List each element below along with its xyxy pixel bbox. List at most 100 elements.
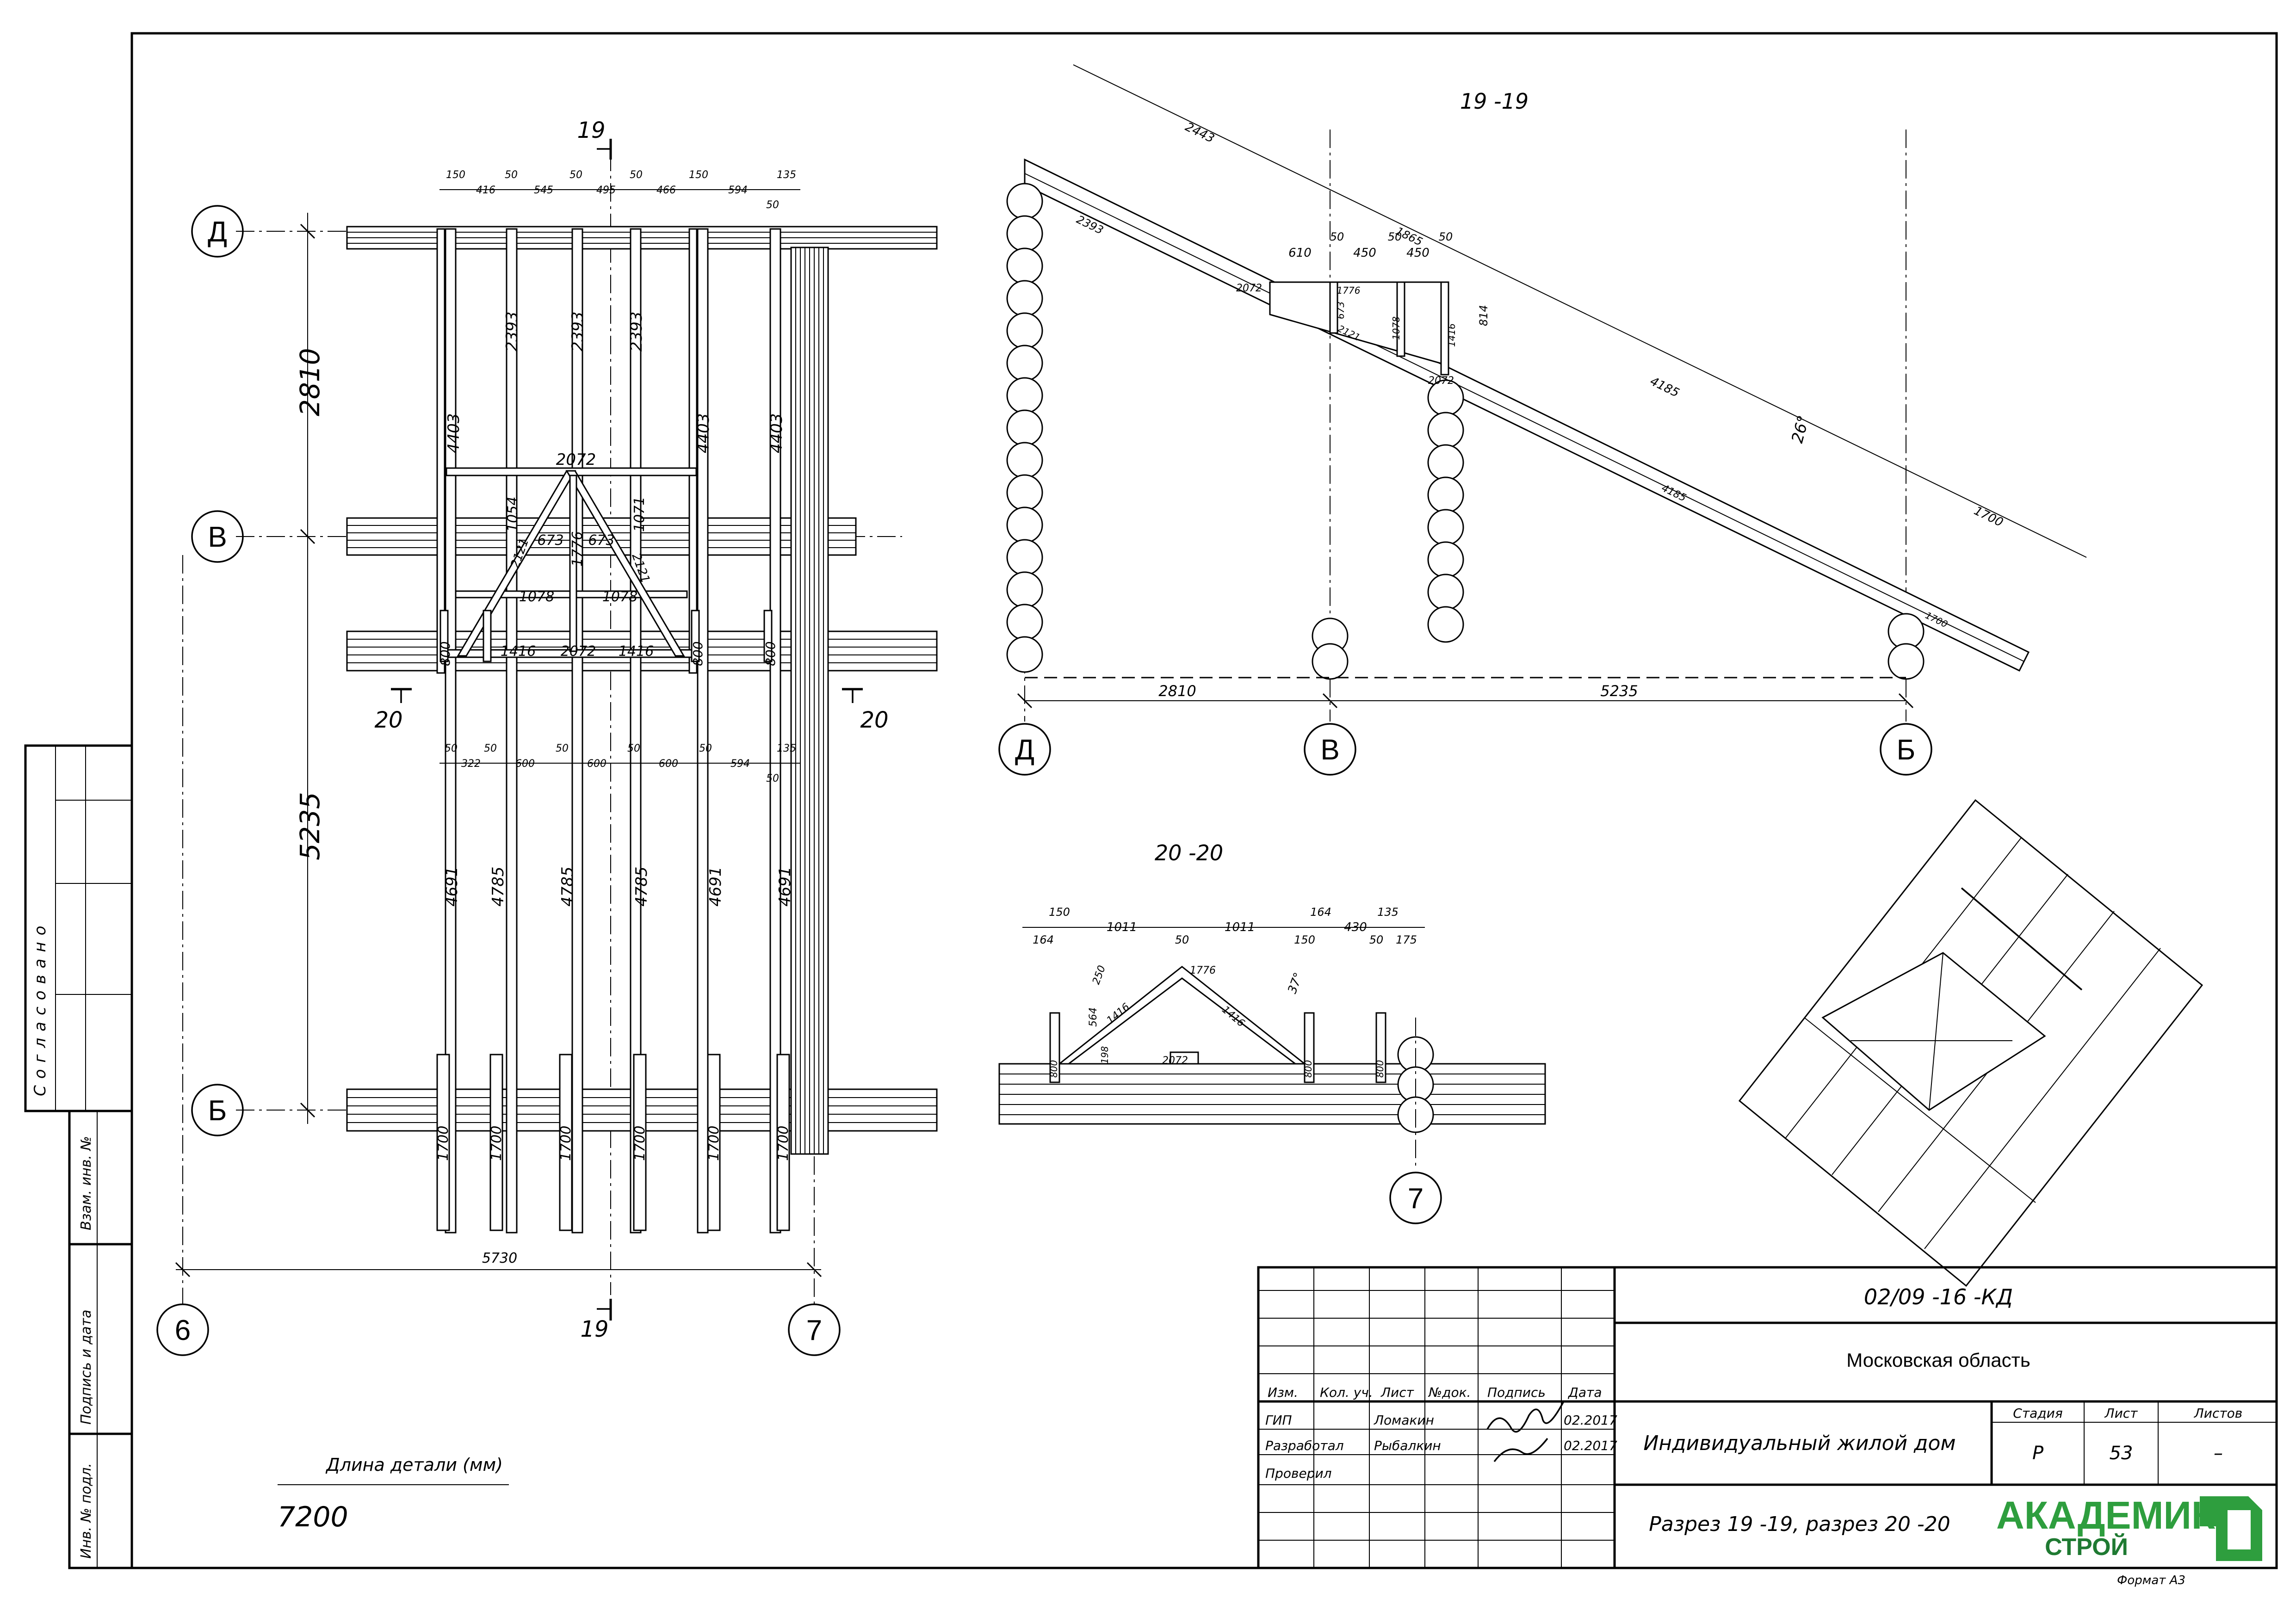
cut-19-top: 19 — [577, 117, 612, 160]
svg-text:2393: 2393 — [503, 311, 521, 352]
svg-text:800: 800 — [438, 642, 453, 666]
axis-bubble-7-s20: 7 — [1389, 1172, 1442, 1224]
svg-text:466: 466 — [656, 185, 676, 196]
svg-text:Лист: Лист — [2104, 1406, 2138, 1421]
svg-text:610: 610 — [1288, 246, 1312, 260]
object-name: Индивидуальный жилой дом — [1643, 1432, 1956, 1455]
svg-text:198: 198 — [1099, 1046, 1110, 1064]
svg-text:1054: 1054 — [505, 497, 521, 532]
svg-text:150: 150 — [1294, 933, 1315, 946]
svg-text:2810: 2810 — [1158, 682, 1196, 700]
roof-framing-3d-view — [1738, 799, 2203, 1287]
cut-20-left: 20 — [374, 688, 412, 733]
svg-text:50: 50 — [445, 743, 458, 754]
svg-text:Д: Д — [208, 216, 227, 248]
svg-text:37°: 37° — [1285, 971, 1306, 996]
svg-text:322: 322 — [461, 758, 481, 770]
svg-text:1700: 1700 — [435, 1126, 452, 1161]
svg-text:Стадия: Стадия — [2013, 1406, 2062, 1421]
svg-text:1776: 1776 — [1337, 285, 1361, 296]
svg-text:19: 19 — [577, 117, 605, 143]
svg-text:4403: 4403 — [445, 413, 463, 453]
axis-bubble-v: В — [191, 510, 244, 563]
svg-text:2393: 2393 — [569, 311, 587, 352]
cut-20-right: 20 — [842, 688, 889, 733]
svg-text:Лист: Лист — [1380, 1385, 1414, 1400]
svg-text:545: 545 — [534, 185, 553, 196]
svg-text:В: В — [208, 521, 227, 553]
left-approval-strip: Согласовано Взам. инв. № Подпись и дата … — [24, 744, 133, 1569]
detail-length-note: Длина детали (мм) 7200 — [278, 1455, 509, 1533]
svg-text:800: 800 — [690, 642, 706, 666]
svg-text:600: 600 — [515, 758, 535, 770]
signature-date-label: Подпись и дата — [78, 1310, 94, 1425]
svg-text:1700: 1700 — [632, 1126, 648, 1161]
svg-text:Р: Р — [2032, 1443, 2044, 1464]
svg-text:4691: 4691 — [706, 866, 725, 907]
region-text: Московская область — [1846, 1349, 2030, 1371]
log-wall-d — [346, 226, 938, 250]
svg-text:150: 150 — [1049, 906, 1070, 919]
svg-text:ГИП: ГИП — [1265, 1413, 1292, 1428]
svg-text:2072: 2072 — [1428, 375, 1454, 387]
svg-text:Кол. уч.: Кол. уч. — [1320, 1385, 1373, 1400]
svg-text:1700: 1700 — [775, 1126, 792, 1161]
svg-text:50: 50 — [1388, 230, 1402, 243]
svg-text:50: 50 — [484, 743, 497, 754]
svg-text:495: 495 — [596, 185, 616, 196]
svg-text:50: 50 — [699, 743, 712, 754]
svg-text:1776: 1776 — [569, 531, 586, 567]
svg-text:800: 800 — [1374, 1060, 1386, 1078]
svg-text:–: – — [2214, 1443, 2223, 1464]
axis-bubble-d: Д — [191, 205, 244, 258]
svg-text:4185: 4185 — [1648, 374, 1682, 400]
section-20-title: 20 -20 — [1155, 840, 1223, 865]
svg-text:1776: 1776 — [1190, 965, 1216, 976]
svg-text:150: 150 — [446, 169, 465, 181]
svg-text:7: 7 — [806, 1314, 822, 1346]
svg-text:1011: 1011 — [1107, 920, 1137, 934]
svg-text:450: 450 — [1353, 246, 1376, 260]
svg-text:50: 50 — [1369, 933, 1384, 946]
svg-text:600: 600 — [659, 758, 678, 770]
svg-text:250: 250 — [1090, 964, 1108, 986]
section-20-20: 20 -20 150 164 1011 50 1011 164 150 430 … — [998, 840, 1546, 1224]
roof-plan: Д В Б 6 7 — [156, 117, 938, 1356]
svg-text:50: 50 — [1175, 933, 1189, 946]
agreed-label: Согласовано — [31, 919, 50, 1096]
svg-text:Проверил: Проверил — [1265, 1466, 1332, 1481]
svg-text:26°: 26° — [1788, 413, 1813, 445]
svg-text:164: 164 — [1310, 906, 1331, 919]
svg-text:1011: 1011 — [1225, 920, 1255, 934]
sheet-title: Разрез 19 -19, разрез 20 -20 — [1649, 1512, 1950, 1536]
gable-sheathing — [790, 247, 829, 1155]
replacement-inventory-label: Взам. инв. № — [78, 1136, 94, 1230]
svg-text:4403: 4403 — [767, 413, 786, 453]
cut-19-bottom: 19 — [580, 1299, 612, 1342]
svg-text:50: 50 — [1439, 230, 1453, 243]
signature — [1486, 1401, 1565, 1463]
svg-text:164: 164 — [1033, 933, 1054, 946]
log-wall-inner-section — [1427, 379, 1464, 643]
svg-text:50: 50 — [569, 169, 582, 181]
svg-text:Дата: Дата — [1567, 1385, 1602, 1400]
svg-text:594: 594 — [730, 758, 750, 770]
svg-text:135: 135 — [1377, 906, 1399, 919]
svg-text:2072: 2072 — [561, 643, 596, 660]
svg-text:814: 814 — [1477, 305, 1490, 326]
section-19-title: 19 -19 — [1460, 89, 1529, 114]
svg-text:594: 594 — [728, 185, 748, 196]
svg-text:4403: 4403 — [694, 413, 713, 453]
svg-text:1700: 1700 — [706, 1126, 722, 1161]
axis-bubble-6: 6 — [156, 1303, 209, 1356]
svg-text:2072: 2072 — [1162, 1055, 1188, 1067]
svg-text:Ломакин: Ломакин — [1374, 1413, 1434, 1428]
svg-text:02.2017: 02.2017 — [1564, 1413, 1617, 1428]
svg-text:1416: 1416 — [501, 643, 536, 660]
svg-text:1078: 1078 — [1391, 316, 1402, 340]
svg-text:4785: 4785 — [489, 866, 507, 907]
dormer-framing — [439, 467, 773, 662]
svg-text:1078: 1078 — [602, 589, 637, 605]
svg-text:50: 50 — [1330, 230, 1344, 243]
svg-text:1700: 1700 — [1972, 504, 2005, 530]
